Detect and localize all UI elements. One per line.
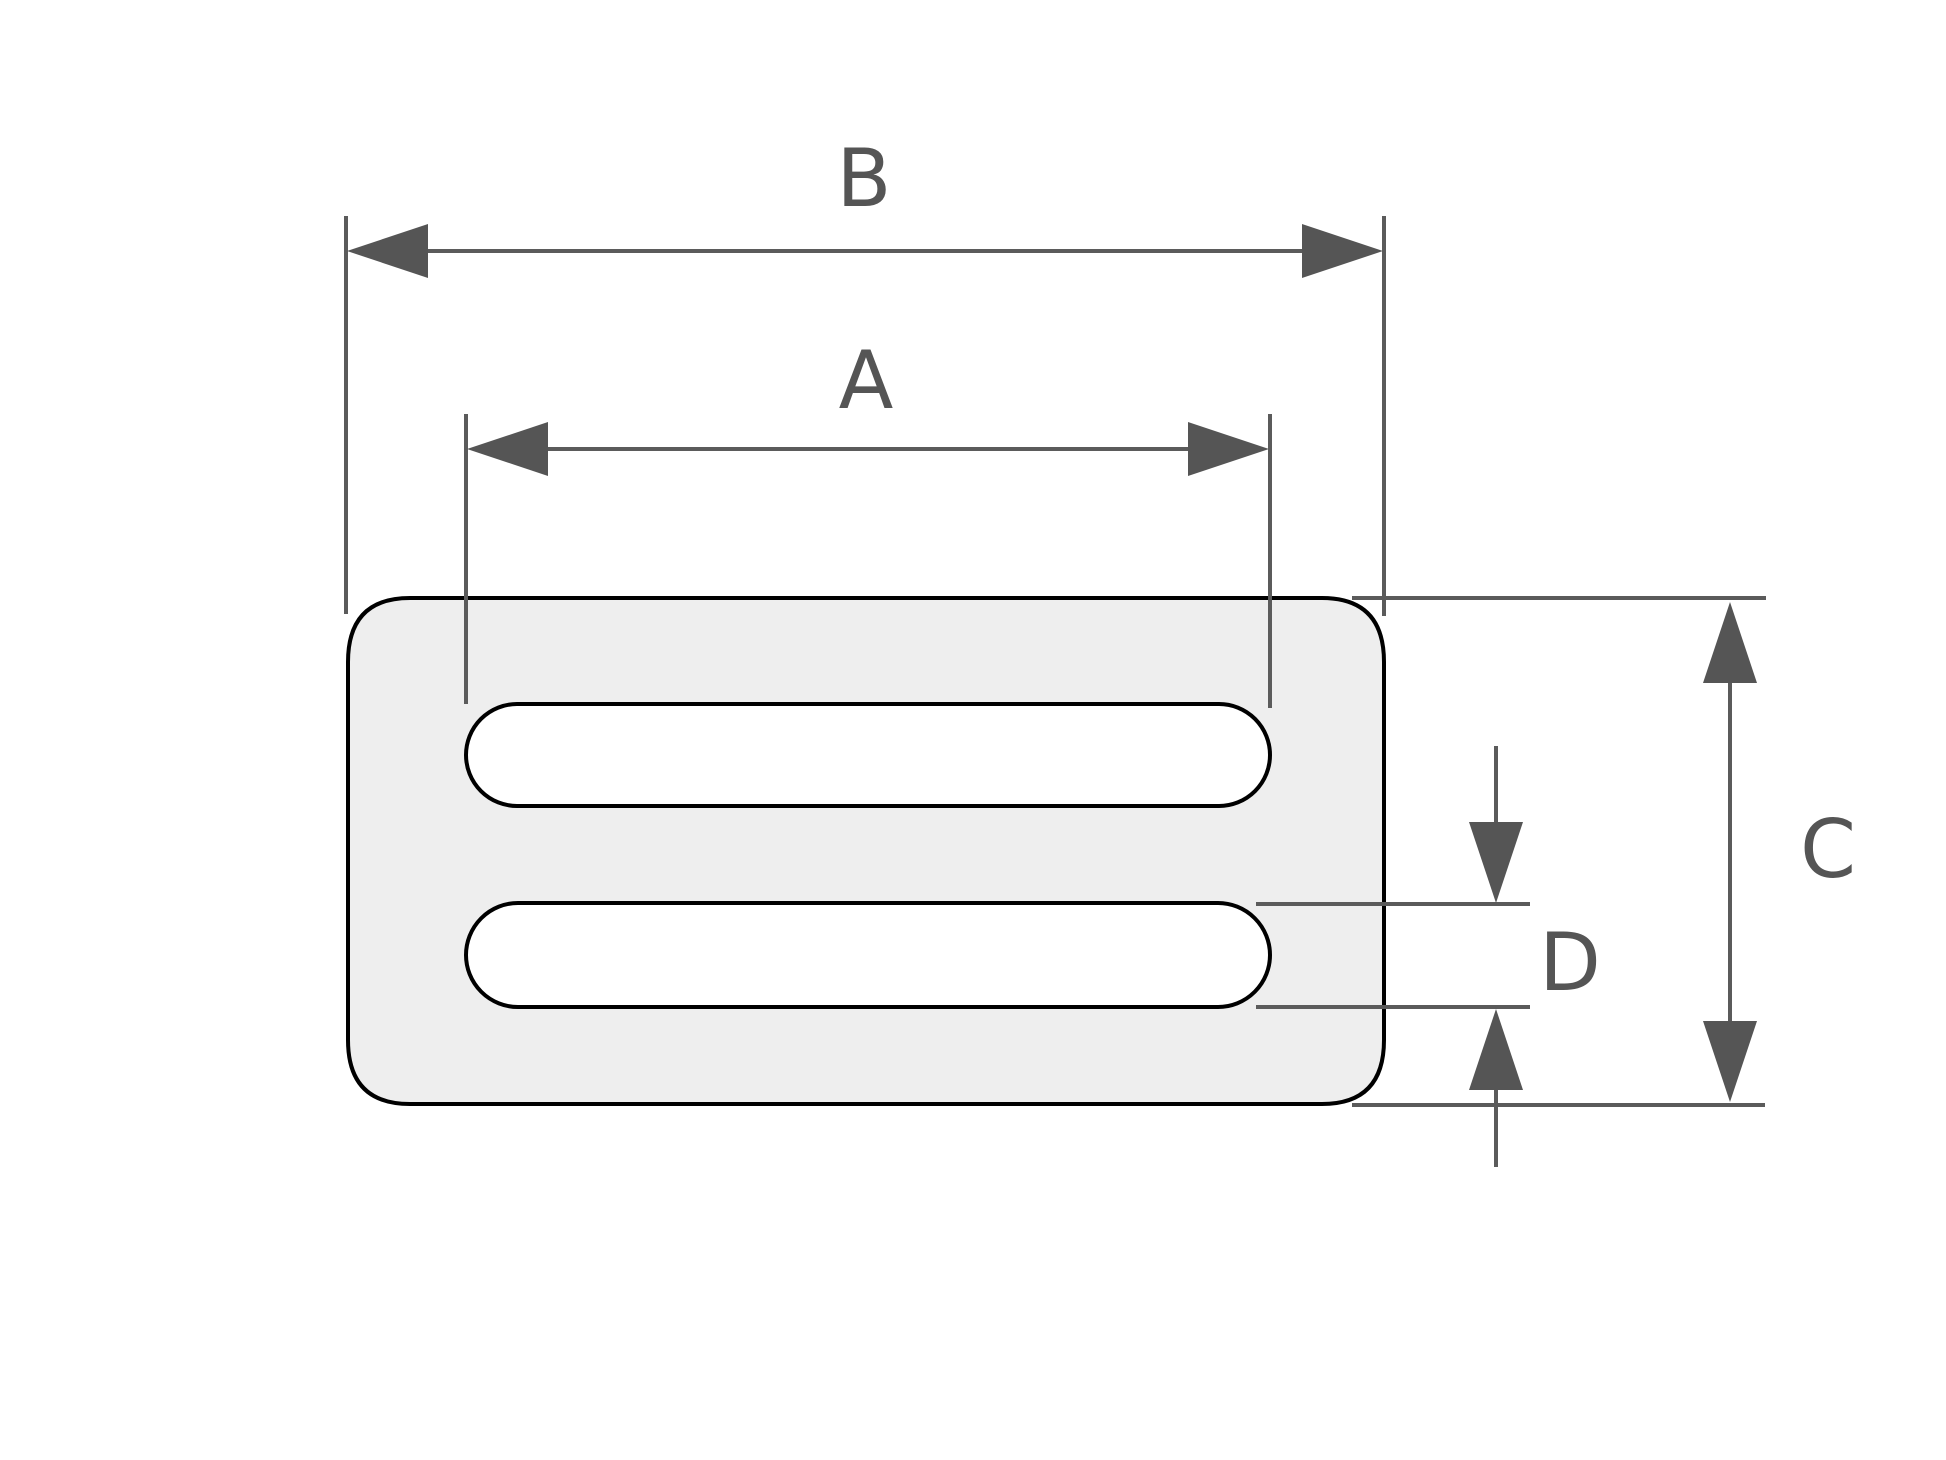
upper-slot <box>464 702 1272 808</box>
dimension-d-arrow-top <box>1469 822 1523 903</box>
dimension-c-label: C <box>1800 803 1856 896</box>
dimension-b: B <box>344 132 1386 616</box>
dimension-b-arrow-left <box>347 224 428 278</box>
dimension-c-arrow-bottom <box>1703 1021 1757 1102</box>
dimension-b-arrow-right <box>1302 224 1383 278</box>
dimension-a-arrow-left <box>467 422 548 476</box>
dimension-d-arrow-bottom <box>1469 1009 1523 1090</box>
plate-outline <box>346 596 1386 1106</box>
dimension-c-arrow-top <box>1703 602 1757 683</box>
dimension-d-label: D <box>1539 916 1601 1009</box>
dimension-d: D <box>1256 746 1601 1167</box>
lower-slot <box>464 901 1272 1009</box>
buckle-plate <box>346 596 1386 1106</box>
dimension-a-label: A <box>839 334 894 427</box>
dimension-b-label: B <box>837 132 892 225</box>
dimension-a: A <box>464 334 1272 708</box>
dimension-c: C <box>1352 596 1856 1107</box>
dimension-a-arrow-right <box>1188 422 1269 476</box>
